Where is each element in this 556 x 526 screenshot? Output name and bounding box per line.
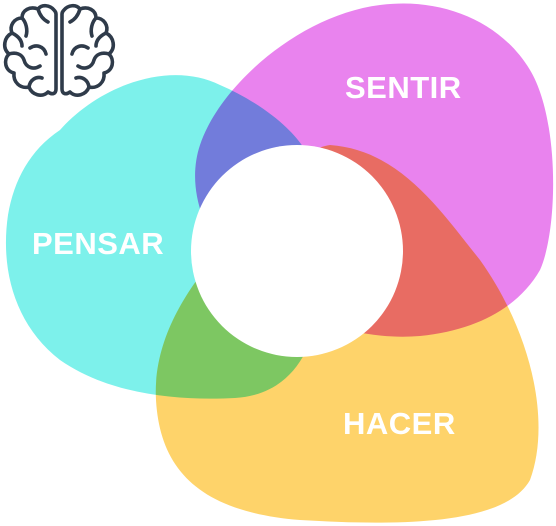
center-circle [191,145,403,357]
brain-fold [89,16,98,38]
brain-fold [94,31,108,48]
brain-fold [10,31,24,48]
brain-fold [20,16,29,38]
label-pensar: PENSAR [32,226,165,261]
brain-fold [68,7,82,24]
brain-left-hemisphere [2,3,58,97]
brain-fold [7,51,42,70]
brain-fold [74,75,91,89]
brain-right-hemisphere [60,3,116,97]
brain-fold [70,44,90,56]
label-hacer: HACER [343,406,456,441]
brain-fold [27,75,44,89]
brain-fold [76,51,111,70]
brain-fold [28,44,48,56]
brain-fold [36,7,50,24]
brain-icon [2,3,116,97]
label-sentir: SENTIR [345,70,462,105]
